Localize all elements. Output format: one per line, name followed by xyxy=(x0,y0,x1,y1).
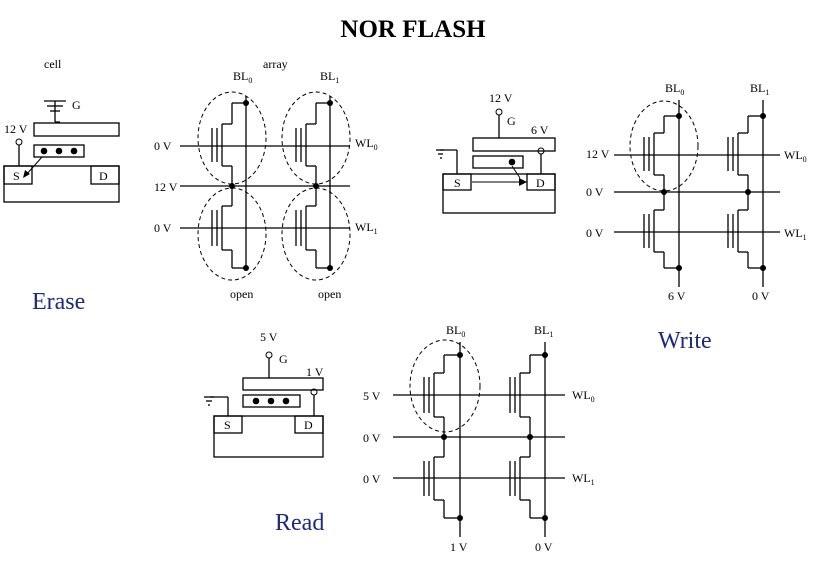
drain-label: D xyxy=(304,418,313,432)
electron xyxy=(252,397,260,405)
electron xyxy=(70,147,78,155)
gate-label: G xyxy=(507,114,516,128)
transistor xyxy=(509,437,545,519)
ground-icon xyxy=(436,149,458,174)
row-voltage: 5 V xyxy=(363,389,381,403)
bitline-label: BL0 xyxy=(665,81,684,97)
cell-highlight xyxy=(629,100,699,192)
control-gate xyxy=(33,122,120,137)
bitline-label: BL1 xyxy=(750,81,769,97)
substrate xyxy=(442,173,556,214)
electron xyxy=(40,147,48,155)
cell-highlight xyxy=(281,91,351,185)
wordline-label: WL0 xyxy=(784,148,807,164)
transistor xyxy=(211,102,246,186)
read-cell: 5 V G S D 1 V xyxy=(204,330,324,458)
drain-voltage: 6 V xyxy=(531,123,549,137)
gate-voltage: 12 V xyxy=(489,91,513,105)
gate-contact xyxy=(495,108,503,116)
erase-caption: Erase xyxy=(32,289,85,315)
bottom-voltage: 6 V xyxy=(668,289,686,303)
drain-voltage: 1 V xyxy=(306,365,324,379)
transistor xyxy=(643,115,679,192)
ground-icon xyxy=(204,396,229,416)
erase-array: array BL0 BL1 WL0 WL1 0 V 12 V 0 V open … xyxy=(154,57,378,301)
drain-label: D xyxy=(536,176,545,190)
bottom-voltage: 0 V xyxy=(752,289,770,303)
gate-label: G xyxy=(279,352,288,366)
row-voltage: 12 V xyxy=(154,180,178,194)
row-voltage: 0 V xyxy=(586,226,604,240)
source-region xyxy=(3,165,33,185)
drain-region xyxy=(90,165,120,185)
electron xyxy=(508,158,516,166)
floating-gate xyxy=(242,394,301,408)
read-array: BL0 BL1 WL0 WL1 5 V 0 V 0 V 1 V 0 V xyxy=(363,323,595,554)
source-label: S xyxy=(13,169,20,183)
row-voltage: 0 V xyxy=(154,221,172,235)
gate-label: G xyxy=(72,98,81,112)
tunnel-arrow xyxy=(25,156,43,176)
bitline-label: BL0 xyxy=(233,69,252,85)
write-cell: 12 V G S D 6 V xyxy=(436,91,556,214)
gate-contact xyxy=(265,351,273,359)
bitline-label: BL0 xyxy=(446,323,465,339)
read-caption: Read xyxy=(275,510,324,536)
cell-highlight xyxy=(281,187,351,281)
source-label: S xyxy=(454,176,461,190)
transistor xyxy=(727,115,763,192)
source-label: S xyxy=(224,418,231,432)
transistor xyxy=(643,192,679,269)
transistor xyxy=(295,102,330,186)
erase-cell: cell G S D 12 V xyxy=(3,57,120,203)
row-voltage: 12 V xyxy=(586,147,610,161)
transistor xyxy=(423,437,460,519)
row-voltage: 0 V xyxy=(363,431,381,445)
cell-highlight xyxy=(197,187,267,281)
bottom-state: open xyxy=(318,287,341,301)
ground-icon xyxy=(44,100,66,123)
drain-label: D xyxy=(99,169,108,183)
row-voltage: 0 V xyxy=(586,185,604,199)
bottom-state: open xyxy=(230,287,253,301)
control-gate xyxy=(242,377,324,391)
wordline-label: WL0 xyxy=(572,388,595,404)
transistor xyxy=(509,354,545,437)
wordline-label: WL1 xyxy=(572,471,595,487)
control-gate xyxy=(472,137,556,152)
floating-gate xyxy=(33,144,85,158)
row-voltage: 0 V xyxy=(363,472,381,486)
drain-region xyxy=(294,415,324,434)
write-array: BL0 BL1 WL0 WL1 12 V 0 V 0 V 6 V 0 V xyxy=(586,81,807,303)
transistor xyxy=(423,354,460,437)
bottom-voltage: 1 V xyxy=(450,540,468,554)
transistor xyxy=(211,186,246,269)
source-contact xyxy=(15,138,23,146)
cell-highlight xyxy=(197,91,267,185)
row-voltage: 0 V xyxy=(154,139,172,153)
floating-gate xyxy=(472,155,524,169)
page-title: NOR FLASH xyxy=(340,16,486,43)
transistor xyxy=(295,186,330,269)
wordline-label: WL1 xyxy=(784,226,807,242)
bottom-voltage: 0 V xyxy=(535,540,553,554)
substrate xyxy=(213,415,324,458)
electron xyxy=(267,397,275,405)
electron xyxy=(282,397,290,405)
electron xyxy=(55,147,63,155)
cell-label: cell xyxy=(44,57,62,71)
wordline-label: WL1 xyxy=(355,220,378,236)
cell-highlight xyxy=(409,339,481,433)
write-caption: Write xyxy=(658,328,712,354)
gate-voltage: 5 V xyxy=(260,330,278,344)
bitline-label: BL1 xyxy=(320,69,339,85)
array-label: array xyxy=(263,57,288,71)
source-voltage: 12 V xyxy=(4,122,28,136)
wordline-label: WL0 xyxy=(355,136,378,152)
transistor xyxy=(727,192,763,269)
bitline-label: BL1 xyxy=(534,323,553,339)
